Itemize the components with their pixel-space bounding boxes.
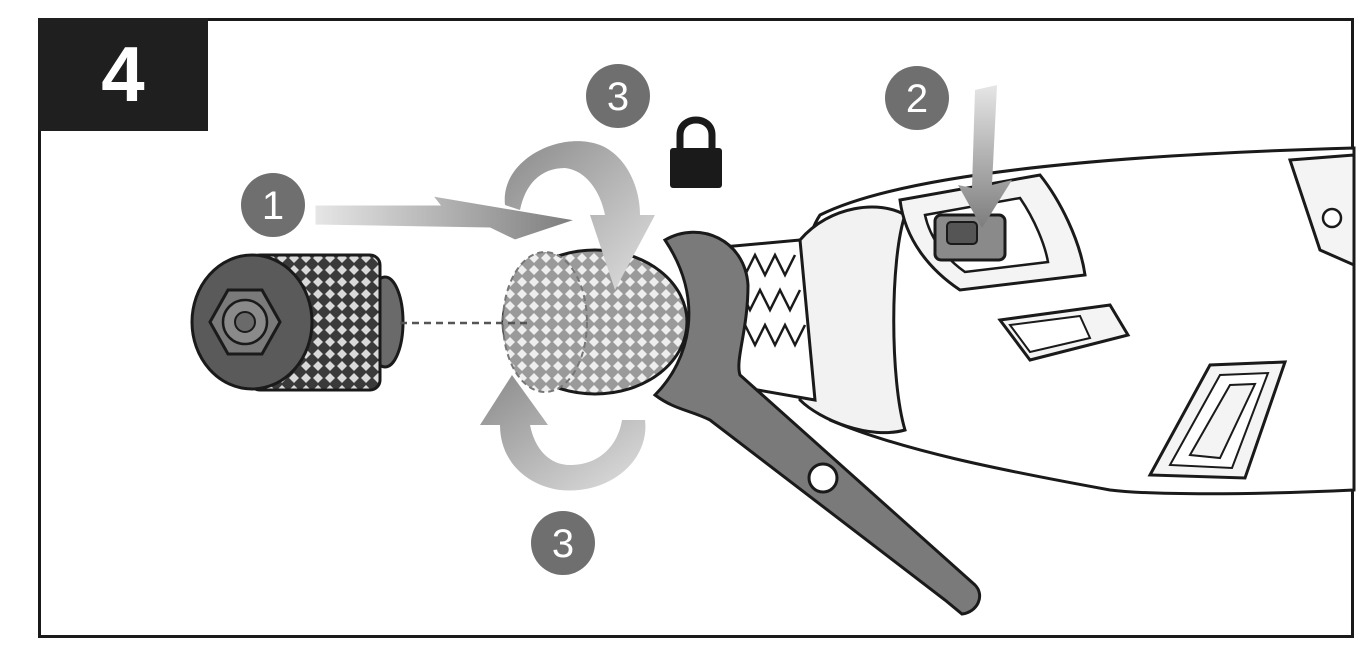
callout-1: 1 [241, 173, 305, 237]
callout-3-top-label: 3 [607, 75, 629, 119]
callout-3-top: 3 [586, 64, 650, 128]
callout-3-bottom: 3 [531, 511, 595, 575]
callout-2-label: 2 [906, 77, 928, 121]
step-number-badge: 4 [38, 18, 208, 131]
wrench [652, 230, 981, 616]
rotary-tool-body [798, 146, 1356, 496]
lock-icon [670, 116, 722, 188]
knurled-nut-installed [501, 248, 689, 396]
callout-1-label: 1 [262, 184, 284, 228]
rotate-counterclockwise-arrow-icon [480, 375, 646, 491]
knurled-nut [190, 253, 405, 392]
press-down-arrow-icon [958, 85, 1012, 228]
rotate-clockwise-arrow-icon [504, 141, 655, 290]
callout-2: 2 [885, 66, 949, 130]
insert-arrow-icon [314, 195, 576, 241]
callout-3-bottom-label: 3 [552, 522, 574, 566]
